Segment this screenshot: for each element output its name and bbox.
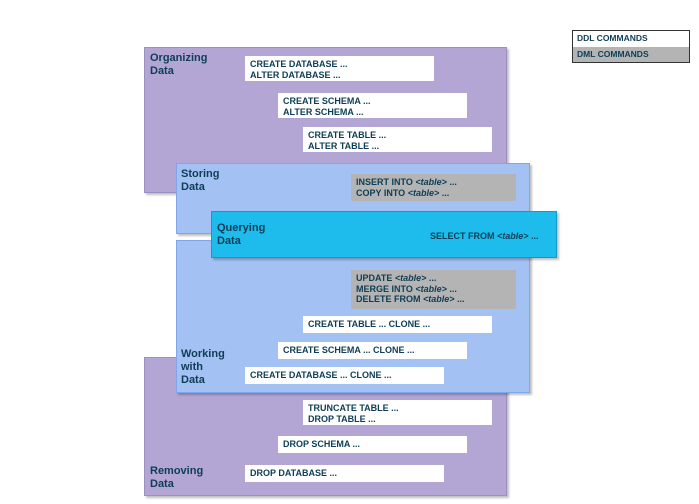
create-table-box: CREATE TABLE ...ALTER TABLE ... bbox=[303, 127, 492, 152]
update-box: UPDATE <table> ... MERGE INTO <table> ..… bbox=[351, 270, 516, 309]
drop-schema-box: DROP SCHEMA ... bbox=[278, 436, 467, 453]
create-database-box: CREATE DATABASE ...ALTER DATABASE ... bbox=[245, 56, 434, 81]
legend-ddl: DDL COMMANDS bbox=[573, 31, 689, 47]
clone-database-box: CREATE DATABASE ... CLONE ... bbox=[245, 367, 444, 384]
insert-box: INSERT INTO <table> ... COPY INTO <table… bbox=[351, 174, 516, 201]
querying-data-panel bbox=[211, 211, 557, 258]
legend-dml: DML COMMANDS bbox=[573, 46, 689, 62]
clone-table-box: CREATE TABLE ... CLONE ... bbox=[303, 316, 492, 333]
truncate-box: TRUNCATE TABLE ...DROP TABLE ... bbox=[303, 400, 492, 425]
clone-schema-box: CREATE SCHEMA ... CLONE ... bbox=[278, 342, 467, 359]
create-schema-box: CREATE SCHEMA ...ALTER SCHEMA ... bbox=[278, 93, 467, 118]
drop-database-box: DROP DATABASE ... bbox=[245, 465, 444, 482]
select-command: SELECT FROM <table> ... bbox=[430, 231, 539, 241]
legend: DDL COMMANDS DML COMMANDS bbox=[572, 30, 690, 63]
